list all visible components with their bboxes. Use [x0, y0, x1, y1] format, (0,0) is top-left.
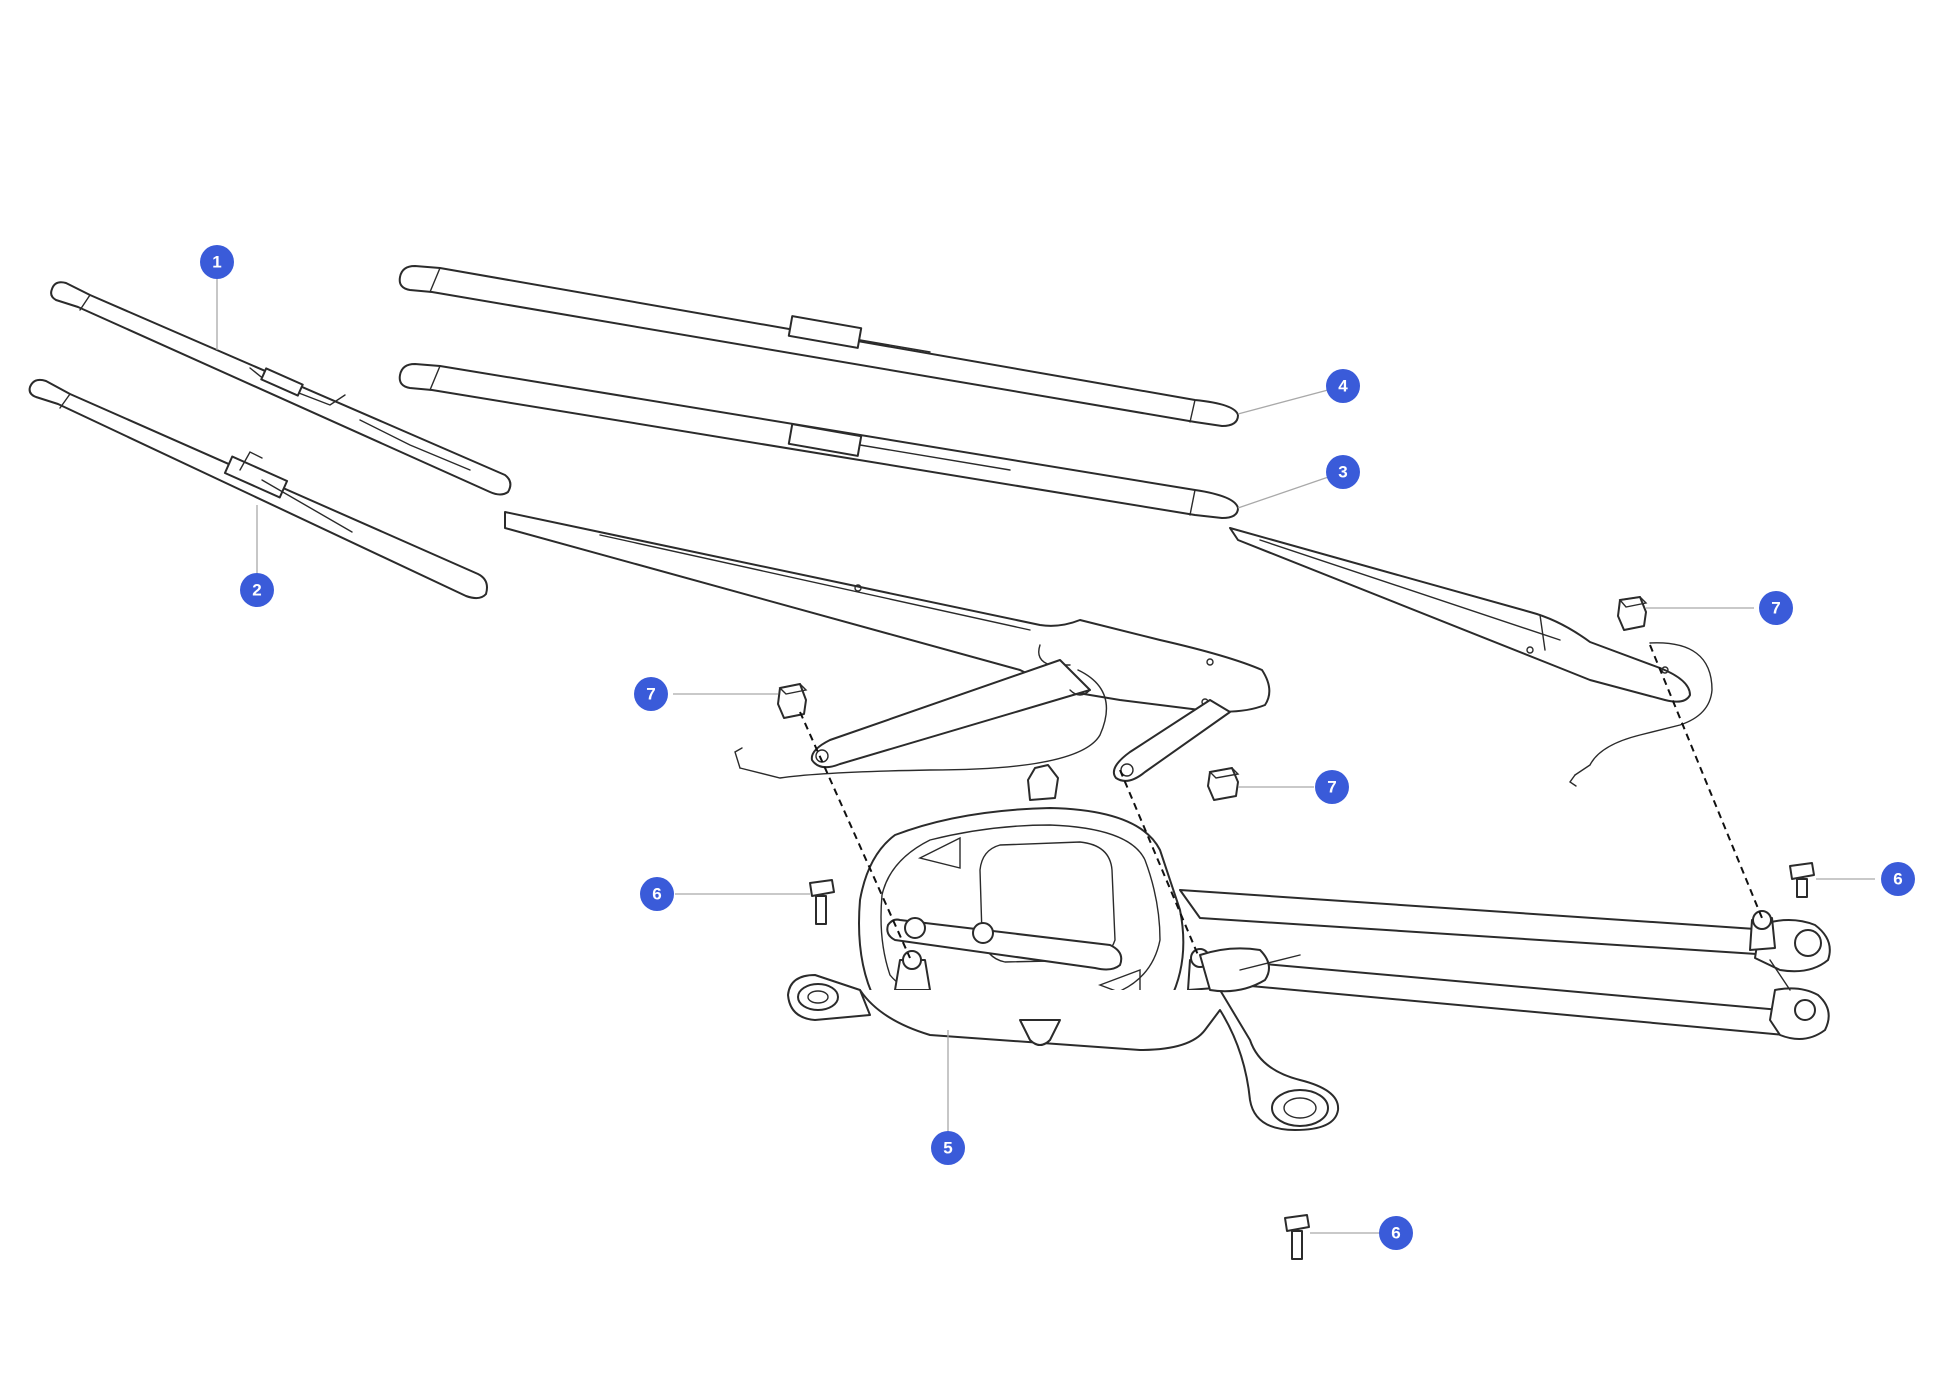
callout-6-left-label: 6: [652, 885, 661, 904]
callout-6-bottom[interactable]: 6: [1379, 1216, 1413, 1250]
callout-7-center[interactable]: 7: [1315, 770, 1349, 804]
callout-7-right[interactable]: 7: [1759, 591, 1793, 625]
wiper-linkage-frame: [787, 764, 1340, 1131]
bolt-right: [1789, 862, 1815, 898]
callout-4-circle: [1326, 369, 1360, 403]
callout-7-center-circle: [1315, 770, 1349, 804]
callout-2[interactable]: 2: [240, 573, 274, 607]
callout-7-left-circle: [634, 677, 668, 711]
callout-4-label: 4: [1338, 377, 1348, 396]
callout-7-center-label: 7: [1327, 778, 1336, 797]
callout-1-label: 1: [212, 253, 221, 272]
callout-7-right-label: 7: [1771, 599, 1780, 618]
callout-6-bottom-label: 6: [1391, 1224, 1400, 1243]
callout-2-circle: [240, 573, 274, 607]
callout-2-label: 2: [252, 581, 261, 600]
callout-5[interactable]: 5: [931, 1131, 965, 1165]
linkage-tubes: [1179, 889, 1831, 1040]
callout-5-label: 5: [943, 1139, 952, 1158]
callout-6-bottom-circle: [1379, 1216, 1413, 1250]
right-upper-wiper-blade: [398, 265, 1239, 427]
nut-right: [1617, 596, 1648, 631]
callout-1[interactable]: 1: [200, 245, 234, 279]
callout-7-left[interactable]: 7: [634, 677, 668, 711]
bolt-hardware: [809, 862, 1815, 1260]
callout-3[interactable]: 3: [1326, 455, 1360, 489]
nut-hardware: [777, 596, 1648, 801]
callout-6-left-circle: [640, 877, 674, 911]
callout-5-circle: [931, 1131, 965, 1165]
callout-4[interactable]: 4: [1326, 369, 1360, 403]
callout-7-right-circle: [1759, 591, 1793, 625]
callout-1-circle: [200, 245, 234, 279]
leader-lines: [216, 262, 1875, 1234]
nut-left: [777, 683, 808, 719]
callout-3-circle: [1326, 455, 1360, 489]
callout-3-label: 3: [1338, 463, 1347, 482]
callout-7-left-label: 7: [646, 685, 655, 704]
callout-6-right-label: 6: [1893, 870, 1902, 889]
nut-center: [1207, 767, 1240, 801]
right-lower-wiper-blade: [398, 363, 1239, 519]
right-wiper-arm: [1229, 527, 1713, 787]
left-lower-wiper-blade: [28, 378, 488, 600]
left-upper-wiper-blade: [50, 281, 512, 496]
bolt-bottom: [1284, 1214, 1310, 1260]
assembly-dashed-lines: [799, 644, 1763, 959]
callout-6-right[interactable]: 6: [1881, 862, 1915, 896]
left-wiper-arm: [504, 511, 1271, 782]
callout-6-right-circle: [1881, 862, 1915, 896]
callouts: 1 2 3 4 5 6 6 6: [200, 245, 1915, 1250]
bolt-left: [809, 879, 835, 925]
callout-6-left[interactable]: 6: [640, 877, 674, 911]
